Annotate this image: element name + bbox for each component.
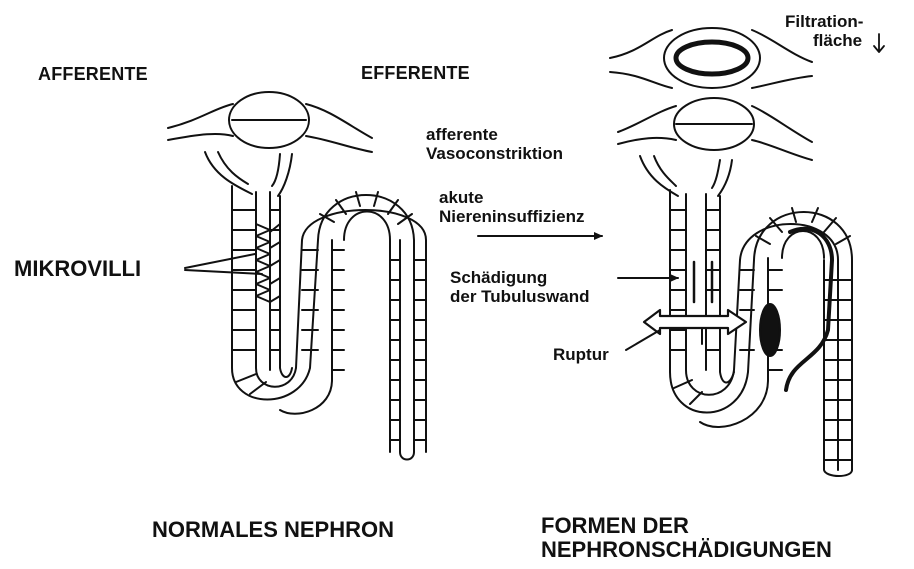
left-efferent-arteriole-lower bbox=[306, 136, 372, 152]
filtration-surface-ring bbox=[676, 42, 748, 74]
left-afferent-arteriole-lower bbox=[168, 134, 233, 140]
filtrationsflaeche-label: Filtration- fläche bbox=[785, 12, 863, 50]
ruptur-label: Ruptur bbox=[553, 345, 609, 364]
ruptur-pointer bbox=[626, 330, 660, 350]
normales-nephron-caption: NORMALES NEPHRON bbox=[152, 518, 394, 543]
tubule-wall-damage bbox=[694, 262, 712, 302]
damaged-nephron bbox=[478, 28, 852, 476]
rupture-bulge bbox=[760, 304, 780, 356]
afferente-label: AFFERENTE bbox=[38, 64, 148, 84]
afferente-vasoconstriktion-label: afferente Vasoconstriktion bbox=[426, 125, 563, 163]
schaedigung-line1: Schädigung bbox=[450, 268, 589, 287]
schaedigung-tubuluswand-label: Schädigung der Tubuluswand bbox=[450, 268, 589, 306]
left-afferent-arteriole bbox=[168, 104, 233, 128]
mikrovilli-label: MIKROVILLI bbox=[14, 257, 141, 282]
tubule-cast bbox=[786, 229, 832, 390]
schaedigung-line2: der Tubuluswand bbox=[450, 287, 589, 306]
efferente-label: EFFERENTE bbox=[361, 63, 470, 83]
microvilli-zigzag bbox=[256, 224, 270, 302]
akute-line1: akute bbox=[439, 188, 584, 207]
down-arrow-icon bbox=[871, 32, 887, 54]
formen-nephronschaedigungen-caption: FORMEN DER NEPHRONSCHÄDIGUNGEN bbox=[541, 514, 832, 562]
normal-nephron bbox=[168, 92, 426, 460]
akute-line2: Niereninsuffizienz bbox=[439, 207, 584, 226]
akute-niereninsuffizienz-label: akute Niereninsuffizienz bbox=[439, 188, 584, 226]
afferente-vaso-line1: afferente bbox=[426, 125, 563, 144]
filtration-line1: Filtration- bbox=[785, 12, 863, 31]
formen-line2: NEPHRONSCHÄDIGUNGEN bbox=[541, 538, 832, 562]
afferente-vaso-line2: Vasoconstriktion bbox=[426, 144, 563, 163]
filtration-line2: fläche bbox=[785, 31, 863, 50]
left-efferent-arteriole bbox=[306, 104, 372, 138]
formen-line1: FORMEN DER bbox=[541, 514, 832, 538]
